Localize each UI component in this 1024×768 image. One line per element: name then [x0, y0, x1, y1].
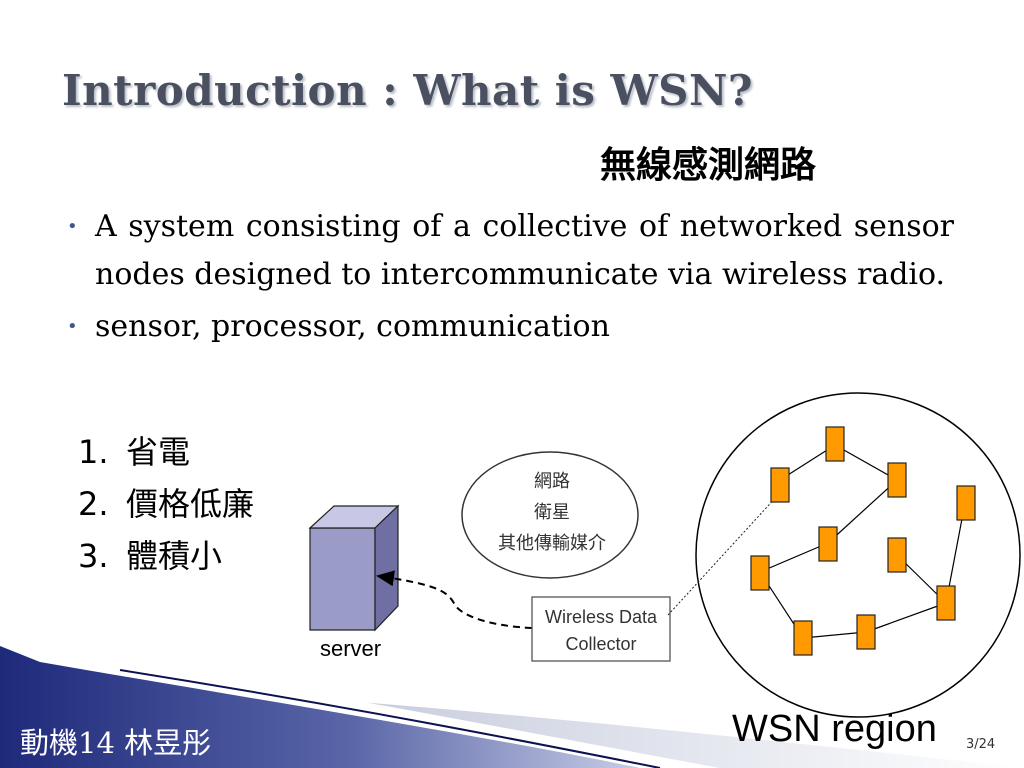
sensor-node [936, 585, 956, 621]
slide-title: Introduction : What is WSN? [62, 66, 754, 115]
bullet-item: • sensor, processor, communication [60, 303, 954, 351]
server-icon [308, 504, 400, 632]
network-media-ellipse [461, 451, 639, 579]
item-number: 3. [78, 537, 109, 575]
numbered-item: 1. 省電 [78, 426, 254, 478]
network-label-line3: 其他傳輸媒介 [498, 533, 606, 554]
footer-author: 動機14 林昱彤 [20, 726, 212, 760]
sensor-node [956, 485, 976, 521]
bullet-item: • A system consisting of a collective of… [60, 203, 954, 299]
bullet-text: A system consisting of a collective of n… [95, 209, 954, 292]
sensor-node [825, 426, 845, 462]
wireless-data-collector-box [531, 596, 671, 662]
item-text: 省電 [126, 433, 191, 471]
sensor-node [750, 555, 770, 591]
sensor-node [770, 467, 790, 503]
bullet-dot-icon: • [67, 216, 78, 237]
bullet-text: sensor, processor, communication [95, 309, 610, 344]
sensor-node [887, 462, 907, 498]
collector-label-line2: Collector [565, 634, 636, 654]
wsn-region-label: WSN region [732, 708, 937, 750]
numbered-list: 1. 省電 2. 價格低廉 3. 體積小 [78, 426, 254, 582]
bullet-list: • A system consisting of a collective of… [60, 203, 954, 355]
item-text: 價格低廉 [126, 485, 255, 523]
server-label: server [320, 636, 381, 661]
footer-decoration [0, 646, 1024, 768]
item-number: 1. [78, 433, 109, 471]
wsn-region-circle [695, 392, 1021, 718]
numbered-item: 2. 價格低廉 [78, 478, 254, 530]
sensor-nodes [750, 426, 976, 656]
sensor-node [793, 620, 813, 656]
sensor-node [856, 614, 876, 650]
network-label-line1: 網路 [534, 471, 570, 492]
item-number: 2. [78, 485, 109, 523]
collector-to-node-link [667, 494, 779, 616]
slide-subtitle-zh: 無線感測網路 [600, 145, 817, 186]
network-label-line2: 衛星 [534, 502, 570, 523]
sensor-node [887, 537, 907, 573]
numbered-item: 3. 體積小 [78, 530, 254, 582]
sensor-node [818, 526, 838, 562]
collector-label-line1: Wireless Data [545, 607, 658, 627]
collector-to-server-arrow [376, 570, 533, 629]
page-number: 3/24 [966, 737, 996, 752]
item-text: 體積小 [126, 537, 223, 575]
bullet-dot-icon: • [67, 316, 78, 337]
